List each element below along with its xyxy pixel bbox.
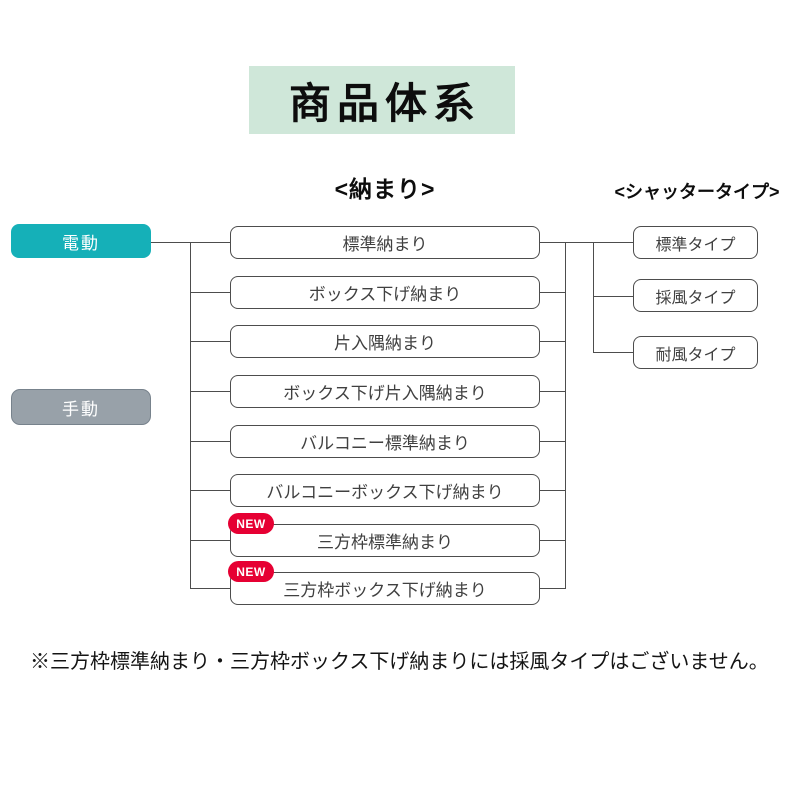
drive-type-manual: 手動 <box>11 389 151 425</box>
osamari-node-balcony-box-lowered: バルコニーボックス下げ納まり <box>230 474 540 507</box>
connector-line <box>190 540 230 541</box>
shutter-type-node-ventilation: 採風タイプ <box>633 279 758 312</box>
connector-line <box>593 352 633 353</box>
connector-trunk-right <box>565 242 566 589</box>
connector-line <box>540 391 565 392</box>
new-badge: NEW <box>228 561 274 582</box>
connector-line <box>190 588 230 589</box>
connector-line <box>540 540 565 541</box>
connector-line <box>190 391 230 392</box>
connector-line <box>190 490 230 491</box>
page-title: 商品体系 <box>249 66 515 134</box>
osamari-node-box-lowered-kataerisumi: ボックス下げ片入隅納まり <box>230 375 540 408</box>
connector-line <box>540 292 565 293</box>
shutter-type-node-standard: 標準タイプ <box>633 226 758 259</box>
osamari-node-box-lowered: ボックス下げ納まり <box>230 276 540 309</box>
connector-line <box>540 490 565 491</box>
connector-line <box>540 441 565 442</box>
connector-line <box>593 296 633 297</box>
shutter-type-node-wind-resistant: 耐風タイプ <box>633 336 758 369</box>
osamari-node-balcony-standard: バルコニー標準納まり <box>230 425 540 458</box>
connector-trunk-shutter <box>593 242 594 353</box>
osamari-node-kataerisumi: 片入隅納まり <box>230 325 540 358</box>
column-header-osamari: <納まり> <box>334 176 436 202</box>
connector-trunk-left <box>190 242 191 589</box>
drive-type-electric: 電動 <box>11 224 151 258</box>
osamari-node-sanpowaku-standard: 三方枠標準納まり <box>230 524 540 557</box>
osamari-node-sanpowaku-box-lowered: 三方枠ボックス下げ納まり <box>230 572 540 605</box>
column-header-shutter-type: <シャッタータイプ> <box>614 182 780 202</box>
new-badge: NEW <box>228 513 274 534</box>
connector-line <box>540 588 565 589</box>
connector-line <box>540 242 633 243</box>
connector-line <box>540 341 565 342</box>
footnote: ※三方枠標準納まり・三方枠ボックス下げ納まりには採風タイプはございません。 <box>30 651 769 673</box>
osamari-node-standard: 標準納まり <box>230 226 540 259</box>
connector-line <box>190 341 230 342</box>
connector-line <box>190 441 230 442</box>
connector-line <box>190 292 230 293</box>
